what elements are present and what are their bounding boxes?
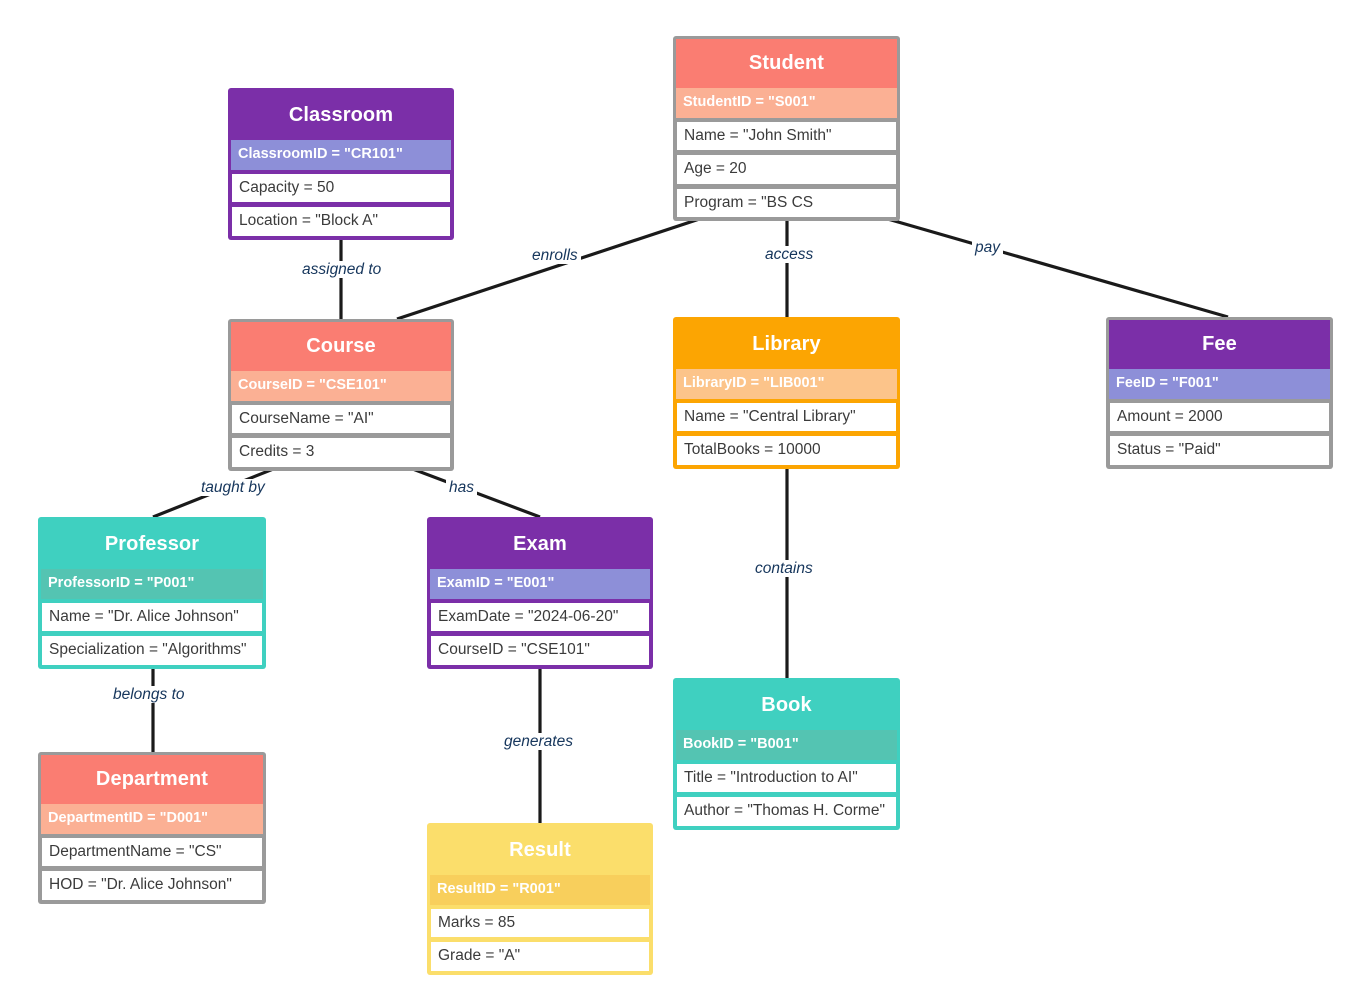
entity-key-attribute-fee: FeeID = "F001" (1109, 369, 1330, 399)
entity-key-attribute-classroom: ClassroomID = "CR101" (231, 140, 451, 170)
entity-attribute-row: Program = "BS CS (676, 187, 897, 218)
entity-attribute-row: Name = "Central Library" (676, 401, 897, 432)
entity-key-attribute-course: CourseID = "CSE101" (231, 371, 451, 401)
entity-attribute-row: Name = "Dr. Alice Johnson" (41, 601, 263, 632)
relationship-label-exam-result: generates (501, 733, 576, 751)
relationship-label-professor-department: belongs to (110, 686, 188, 704)
entity-key-attribute-library: LibraryID = "LIB001" (676, 369, 897, 399)
entity-attribute-row: Grade = "A" (430, 941, 650, 972)
entity-attribute-row: Amount = 2000 (1109, 401, 1330, 432)
entity-attribute-row: Location = "Block A" (231, 206, 451, 237)
entity-attribute-row: HOD = "Dr. Alice Johnson" (41, 870, 263, 901)
entity-key-attribute-professor: ProfessorID = "P001" (41, 569, 263, 599)
entity-attribute-row: Capacity = 50 (231, 172, 451, 203)
entity-attribute-row: Credits = 3 (231, 437, 451, 468)
entity-title-classroom: Classroom (231, 91, 451, 140)
entity-title-student: Student (676, 39, 897, 88)
entity-attribute-row: Title = "Introduction to AI" (676, 762, 897, 793)
entity-key-attribute-exam: ExamID = "E001" (430, 569, 650, 599)
entity-attribute-row: Specialization = "Algorithms" (41, 635, 263, 666)
entity-title-book: Book (676, 681, 897, 730)
relationship-label-student-library: access (762, 246, 817, 264)
relationship-label-student-fee: pay (972, 239, 1003, 257)
entity-key-attribute-department: DepartmentID = "D001" (41, 804, 263, 834)
entity-attribute-row: CourseID = "CSE101" (430, 635, 650, 666)
entity-attribute-row: Marks = 85 (430, 907, 650, 938)
relationship-label-library-book: contains (752, 560, 816, 578)
relationship-label-course-professor: taught by (198, 479, 268, 497)
entity-key-attribute-book: BookID = "B001" (676, 730, 897, 760)
entity-attribute-row: CourseName = "AI" (231, 403, 451, 434)
entity-title-professor: Professor (41, 520, 263, 569)
entity-title-library: Library (676, 320, 897, 369)
entity-attribute-row: ExamDate = "2024-06-20" (430, 601, 650, 632)
entity-attribute-row: Author = "Thomas H. Corme" (676, 796, 897, 827)
relationship-label-course-exam: has (446, 479, 477, 497)
entity-title-exam: Exam (430, 520, 650, 569)
entity-attribute-row: Status = "Paid" (1109, 435, 1330, 466)
entity-title-fee: Fee (1109, 320, 1330, 369)
entity-key-attribute-result: ResultID = "R001" (430, 875, 650, 905)
entity-key-attribute-student: StudentID = "S001" (676, 88, 897, 118)
entity-title-department: Department (41, 755, 263, 804)
entity-attribute-row: TotalBooks = 10000 (676, 435, 897, 466)
entity-attribute-row: DepartmentName = "CS" (41, 836, 263, 867)
relationship-label-student-course: enrolls (529, 247, 581, 265)
entity-attribute-row: Age = 20 (676, 154, 897, 185)
entity-title-course: Course (231, 322, 451, 371)
entity-title-result: Result (430, 826, 650, 875)
entity-attribute-row: Name = "John Smith" (676, 120, 897, 151)
relationship-label-classroom-course: assigned to (299, 261, 385, 279)
